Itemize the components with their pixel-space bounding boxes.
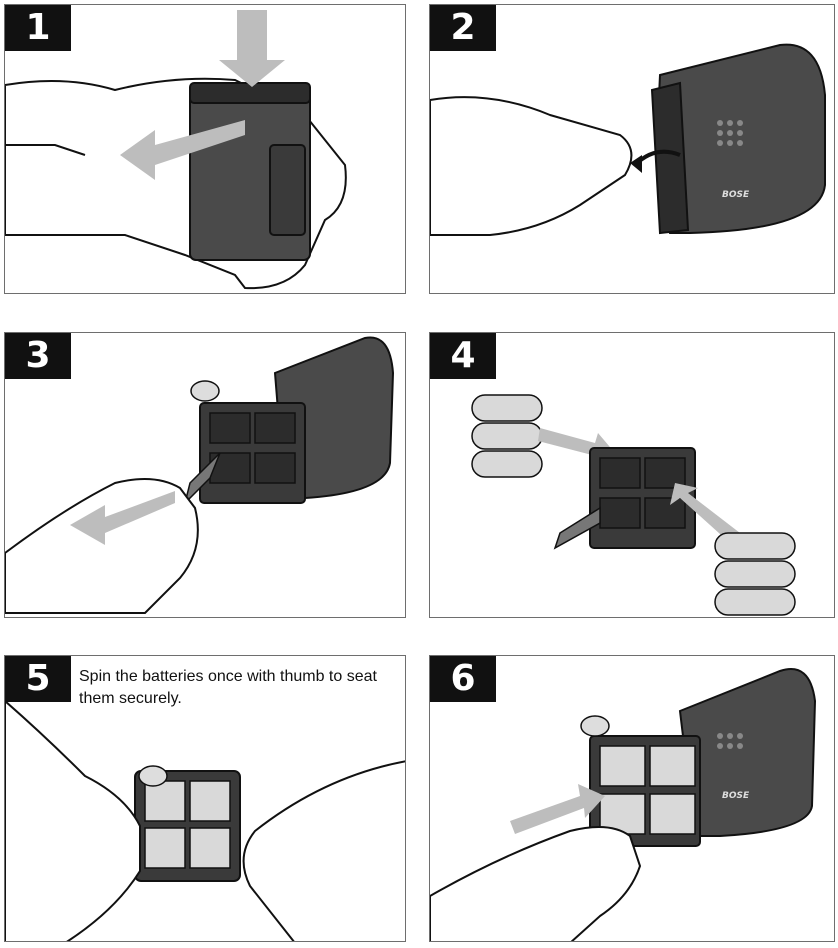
step-panel-2: 2 BOSE (429, 4, 835, 294)
step-number-badge: 6 (430, 656, 496, 702)
step-panel-3: 3 (4, 332, 406, 618)
step-illustration (5, 336, 395, 614)
step-number-badge: 2 (430, 5, 496, 51)
step-illustration (5, 10, 347, 290)
step-number-badge: 3 (5, 333, 71, 379)
step-illustration (5, 699, 405, 941)
step-number-badge: 1 (5, 5, 71, 51)
step-panel-4: 4 (429, 332, 835, 618)
step-illustration: BOSE (430, 43, 826, 236)
step-panel-5: 5 Spin the batteries once with thumb to … (4, 655, 406, 942)
step-illustration: BOSE (430, 668, 817, 941)
step-number-badge: 5 (5, 656, 71, 702)
step-caption: Spin the batteries once with thumb to se… (79, 668, 377, 707)
step-panel-1: 1 (4, 4, 406, 294)
brand-logo: BOSE (722, 791, 750, 801)
step-panel-6: 6 BOSE (429, 655, 835, 942)
brand-logo: BOSE (722, 190, 750, 200)
step-number-badge: 4 (430, 333, 496, 379)
step-illustration (471, 394, 796, 616)
